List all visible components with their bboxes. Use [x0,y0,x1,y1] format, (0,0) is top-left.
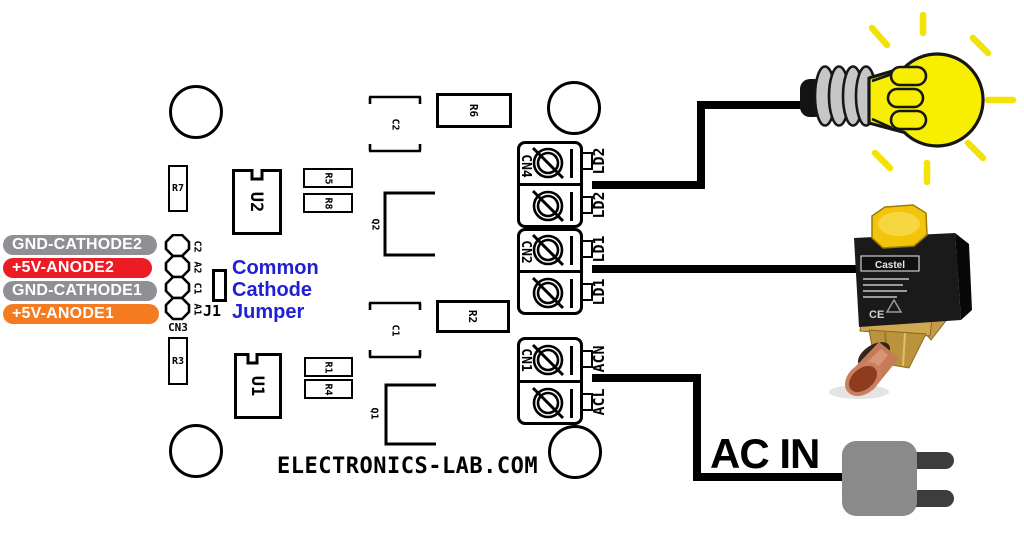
component-r5: R5 [303,168,353,188]
jumper-note-line: Jumper [232,301,305,323]
jumper-note: Common Cathode Jumper [232,257,319,323]
light-bulb-icon [800,11,1017,186]
terminal-label-acn: ACN [590,345,608,373]
screw-icon [531,386,565,420]
component-r3: R3 [168,337,188,385]
terminal-label-acl: ACL [590,388,608,416]
mounting-hole-top-right [547,81,601,135]
ref-label: R7 [171,183,185,194]
component-u2-outline [232,169,282,235]
cn3-pad-label-c1: C1 [191,281,203,295]
wire-ld2-h1 [592,181,704,189]
solenoid-brand: Castel [875,260,905,271]
terminal-tab [581,350,593,368]
component-r4: R4 [304,379,353,399]
jumper-note-line: Common [232,257,319,279]
pin-label-5v-anode1: +5V-ANODE1 [3,304,159,324]
component-c2-outline [368,95,422,153]
ac-in-label: AC IN [710,430,820,477]
wire-ld1 [592,265,865,273]
mounting-hole-top-left [169,85,223,139]
jumper-j1-ref: J1 [203,302,222,320]
jumper-j1-outline [212,269,227,302]
component-q2-outline [383,191,435,257]
terminal-tab [581,283,593,301]
wire-ac-h2 [693,473,845,481]
ref-label: R3 [171,355,185,367]
terminal-label-ld1-a: LD1 [590,235,608,263]
component-r6: R6 [436,93,512,128]
component-c1-label: C1 [389,323,401,337]
ref-label: R6 [467,103,481,118]
plug-prong-bottom [912,490,954,507]
screw-icon [531,189,565,223]
block-divider [519,380,581,383]
ac-plug-icon [842,441,917,516]
mounting-hole-bottom-right [548,425,602,479]
block-line [570,192,573,221]
terminal-tab [581,152,593,170]
cn3-name: CN3 [168,321,188,334]
component-c1-outline [368,301,422,359]
wire-ld2-v [697,101,705,189]
screw-icon [531,343,565,377]
ref-label: R1 [322,360,334,374]
wire-ac-h1 [592,374,701,382]
component-r2: R2 [436,300,510,333]
cn3-pads [164,234,191,321]
terminal-tab [581,196,593,214]
plug-prong-top [912,452,954,469]
pin-label-gnd-cathode1: GND-CATHODE1 [3,281,157,301]
solenoid-ce-mark: CE [869,309,884,321]
ref-label: R4 [322,382,334,396]
cn3-pad-label-a2: A2 [191,260,203,274]
jumper-note-line: Cathode [232,279,312,301]
block-line [570,279,573,308]
component-r8: R8 [303,193,353,213]
component-q1-outline [384,383,436,446]
pin-label-gnd-cathode2: GND-CATHODE2 [3,235,157,255]
block-divider [519,183,581,186]
component-r1: R1 [304,357,353,377]
component-q2-label: Q2 [369,217,381,231]
terminal-tab [581,240,593,258]
screw-icon [531,146,565,180]
ref-label: R8 [322,196,334,210]
cn3-pad-label-c2: C2 [191,239,203,253]
block-line [570,236,573,265]
terminal-label-ld2-b: LD2 [590,191,608,219]
wire-ld2-h2 [697,101,807,109]
mounting-hole-bottom-left [169,424,223,478]
block-divider [519,270,581,273]
terminal-label-ld2-a: LD2 [590,147,608,175]
component-c2-label: C2 [389,117,401,131]
component-q1-label: Q1 [368,406,380,420]
watermark: ELECTRONICS-LAB.COM [277,454,539,479]
wire-ac-v [693,374,701,481]
solenoid-label: Castel CE [860,255,920,321]
terminal-label-ld1-b: LD1 [590,278,608,306]
pin-label-5v-anode2: +5V-ANODE2 [3,258,152,278]
screw-icon [531,233,565,267]
component-u2-label: U2 [246,191,267,212]
component-u1-label: U1 [247,375,268,397]
block-line [570,346,573,375]
solenoid-valve-icon: Castel CE [829,204,972,399]
screw-icon [531,276,565,310]
terminal-tab [581,393,593,411]
ref-label: R2 [466,309,480,324]
ref-label: R5 [322,171,334,185]
block-line [570,149,573,178]
component-r7: R7 [168,165,188,212]
component-u1-outline [234,353,282,419]
block-line [570,389,573,418]
